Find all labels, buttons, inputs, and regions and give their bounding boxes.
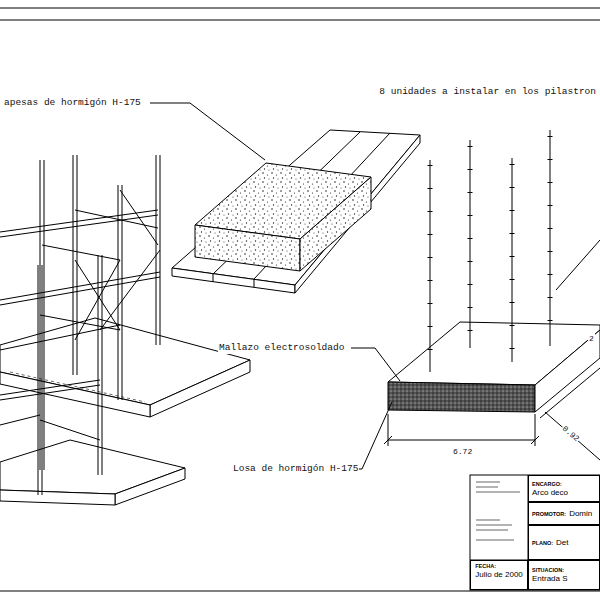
drawing-label: apesas de hormigón H-175 (3, 97, 142, 109)
title-block-cell: ENCARGO:Arco deco (528, 475, 600, 502)
field-value: Julio de 2000 (475, 570, 523, 579)
field-value: Arco deco (532, 488, 568, 497)
drawing-label: Mallazo electrosoldado (218, 342, 345, 354)
title-block-cell: FECHA:Julio de 2000 (470, 560, 528, 590)
title-block-cell: PROMOTOR:Domin (528, 502, 600, 525)
title-block-cell: PLANO:Det (528, 525, 600, 560)
field-name: FECHA: (475, 563, 496, 569)
field-name: ENCARGO: (532, 481, 562, 487)
drawing-label: 2 (588, 333, 595, 345)
field-value: Entrada S (532, 574, 568, 583)
drawing-label: Losa de hormigón H-175 (232, 463, 359, 475)
field-value: Det (556, 538, 568, 547)
field-value: Domin (569, 509, 592, 518)
field-name: PLANO: (532, 540, 553, 546)
drawing-label: 8 unidades a instalar en los pilastron (378, 86, 597, 98)
field-name: PROMOTOR: (532, 511, 566, 517)
title-block-cell: SITUACION:Entrada S (528, 560, 600, 590)
drawing-label: 6.72 (452, 446, 473, 458)
field-name: SITUACION: (532, 567, 564, 573)
